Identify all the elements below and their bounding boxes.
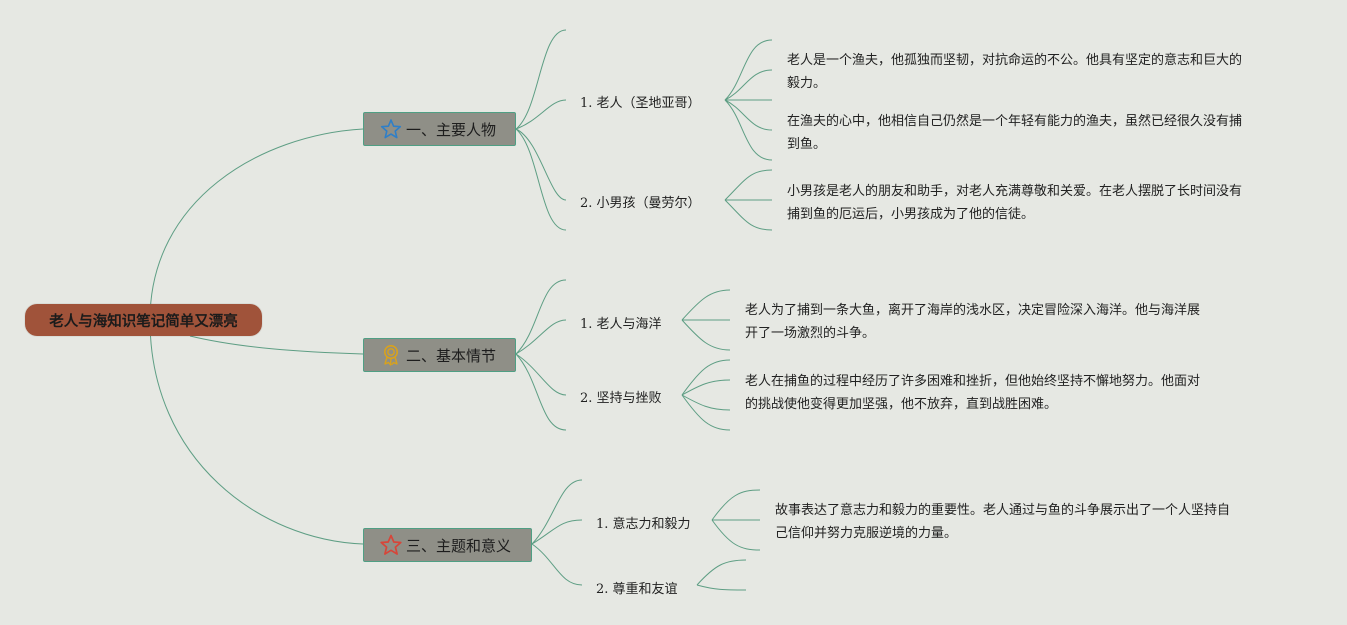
topic-label: 三、主题和意义 xyxy=(406,536,512,555)
link-sub-2-1-fan xyxy=(681,289,731,321)
link-topic-1-fan xyxy=(515,29,567,130)
note-old-man-1: 老人是一个渔夫，他孤独而坚韧，对抗命运的不公。他具有坚定的意志和巨大的 毅力。 xyxy=(787,53,1243,91)
link-topic-2-fan xyxy=(515,279,567,355)
link-sub-1-2-fan xyxy=(724,169,773,201)
link-sub-3-2-fan xyxy=(696,559,747,586)
star-outline-blue-icon xyxy=(380,118,402,140)
topic-theme[interactable]: 三、主题和意义 xyxy=(363,528,532,562)
subtopic-boy[interactable]: 2. 小男孩（曼劳尔） xyxy=(580,196,701,211)
topic-basic-plot[interactable]: 二、基本情节 xyxy=(363,338,516,372)
subtopic-old-man[interactable]: 1. 老人（圣地亚哥） xyxy=(580,96,701,111)
link-sub-1-1-fan xyxy=(724,39,773,101)
note-persistence: 老人在捕鱼的过程中经历了许多困难和挫折，但他始终坚持不懈地努力。他面对 的挑战使… xyxy=(745,374,1201,412)
award-ribbon-icon xyxy=(380,344,402,366)
link-sub-3-1-fan xyxy=(711,489,761,521)
root-node[interactable]: 老人与海知识笔记简单又漂亮 xyxy=(25,304,262,336)
subtopic-persistence[interactable]: 2. 坚持与挫败 xyxy=(580,391,662,406)
root-title: 老人与海知识笔记简单又漂亮 xyxy=(49,313,238,330)
note-old-man-2: 在渔夫的心中，他相信自己仍然是一个年轻有能力的渔夫，虽然已经很久没有捕 到鱼。 xyxy=(787,114,1243,152)
note-boy: 小男孩是老人的朋友和助手，对老人充满尊敬和关爱。在老人摆脱了长时间没有 捕到鱼的… xyxy=(787,184,1243,222)
note-old-man-and-sea: 老人为了捕到一条大鱼，离开了海岸的浅水区，决定冒险深入海洋。他与海洋展 开了一场… xyxy=(745,303,1201,341)
topic-label: 二、基本情节 xyxy=(406,346,497,365)
star-outline-red-icon xyxy=(380,534,402,556)
subtopic-willpower[interactable]: 1. 意志力和毅力 xyxy=(596,517,691,532)
link-root-topic-1 xyxy=(149,128,364,321)
subtopic-old-man-and-sea[interactable]: 1. 老人与海洋 xyxy=(580,317,662,332)
link-sub-2-2-fan xyxy=(681,359,731,396)
topic-main-characters[interactable]: 一、主要人物 xyxy=(363,112,516,146)
link-topic-3-fan xyxy=(531,479,583,545)
subtopic-respect-friendship[interactable]: 2. 尊重和友谊 xyxy=(596,582,678,597)
topic-label: 一、主要人物 xyxy=(406,120,497,139)
link-root-topic-3 xyxy=(149,319,364,545)
link-root-topic-2 xyxy=(189,335,364,355)
note-willpower: 故事表达了意志力和毅力的重要性。老人通过与鱼的斗争展示出了一个人坚持自 己信仰并… xyxy=(775,503,1231,541)
